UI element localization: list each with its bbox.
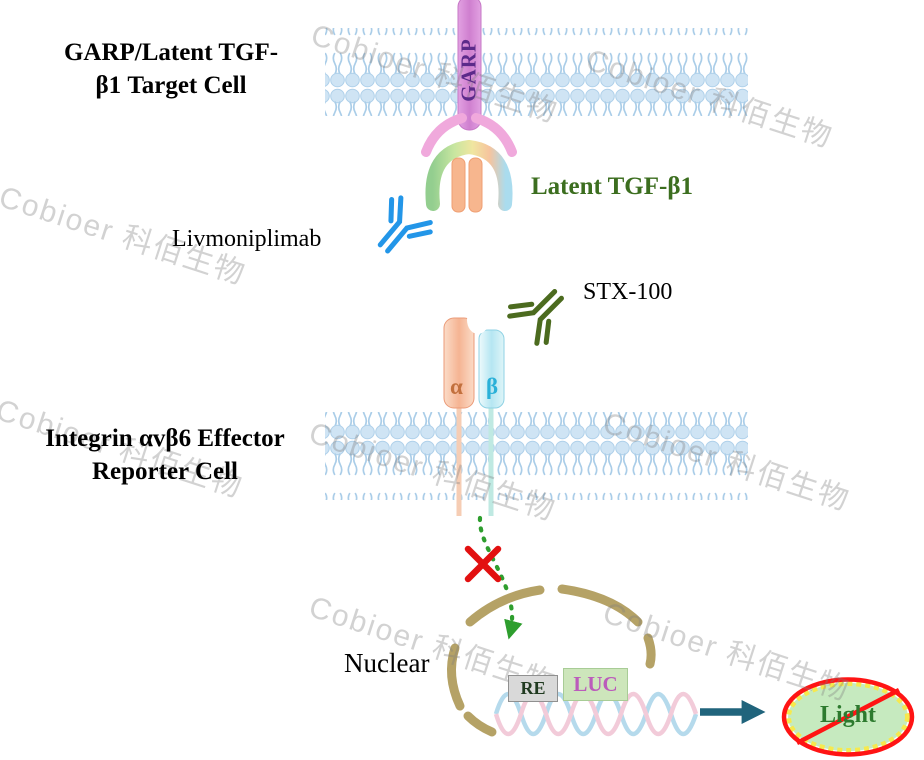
integrin-beta-subunit <box>478 329 505 409</box>
effector-cell-label-line2: Reporter Cell <box>91 458 238 485</box>
nuclear-label: Nuclear <box>344 648 430 678</box>
integrin-beta-label: β <box>486 374 499 399</box>
target-cell-membrane <box>325 28 748 116</box>
stx100-label: STX-100 <box>583 279 673 305</box>
target-cell-label-line2: β1 Target Cell <box>95 72 247 99</box>
effector-cell-label-line1: Integrin αvβ6 Effector <box>45 425 285 452</box>
livmoniplimab-antibody-icon <box>365 194 435 264</box>
no-light-sign <box>781 677 915 757</box>
stx100-antibody-icon <box>505 277 575 347</box>
prohibition-circle-icon <box>781 677 915 757</box>
light-label: Light <box>819 702 876 728</box>
effector-cell-membrane <box>325 412 748 500</box>
integrin-alpha-subunit <box>443 317 475 409</box>
latent-tgfb1-prongs <box>451 157 483 213</box>
blocked-x-icon <box>464 545 502 583</box>
latent-tgfb1-label: Latent TGF-β1 <box>531 173 694 200</box>
livmoniplimab-label: Livmoniplimab <box>172 226 322 252</box>
garp-protein <box>457 0 482 131</box>
luciferase-box: LUC <box>563 668 628 701</box>
signal-arrow <box>477 515 523 640</box>
effector-cell-label: Integrin αvβ6 Effector Reporter Cell <box>14 422 316 488</box>
prohibition-slash-icon <box>795 688 901 745</box>
target-cell-label: GARP/Latent TGF- β1 Target Cell <box>28 36 314 102</box>
response-element-box: RE <box>508 675 558 702</box>
integrin-alpha-label: α <box>450 374 463 399</box>
garp-label: GARP <box>456 38 481 102</box>
integrin-binding-pocket <box>467 306 489 334</box>
nuclear-envelope <box>446 584 656 737</box>
latent-tgfb1-complex <box>425 139 513 211</box>
garp-wings <box>421 113 517 157</box>
target-cell-label-line1: GARP/Latent TGF- <box>63 39 279 66</box>
